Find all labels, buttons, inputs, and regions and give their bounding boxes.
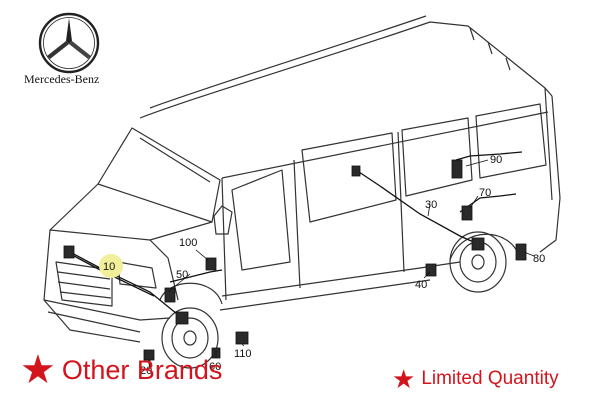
- clip-110: [235, 331, 249, 345]
- callout-20: 20: [140, 365, 152, 377]
- sensor-70: [461, 205, 473, 221]
- callout-80: 80: [533, 253, 545, 265]
- mercedes-star-icon: [38, 12, 100, 74]
- relay-100: [205, 257, 217, 271]
- star-icon: ★: [392, 364, 416, 394]
- star-icon: ★: [20, 348, 56, 392]
- sensor-90: [451, 159, 463, 179]
- callout-40: 40: [415, 279, 427, 291]
- brand-name: Mercedes-Benz: [24, 72, 100, 86]
- cable-end-30: [351, 165, 361, 177]
- callout-110: 110: [234, 348, 252, 360]
- callout-50: 50: [176, 269, 188, 281]
- bolt-80: [515, 243, 527, 261]
- callout-30: 30: [425, 199, 437, 211]
- callout-100: 100: [179, 237, 197, 249]
- leader-lines: [149, 159, 535, 364]
- callout-10: 10: [103, 261, 115, 273]
- sensor-cables: [69, 151, 523, 369]
- promo-limited-quantity-label: Limited Quantity: [421, 368, 559, 389]
- promo-other-brands-label: Other Brands: [61, 354, 223, 385]
- callout-60: 60: [209, 361, 221, 373]
- screw-20: [143, 349, 155, 361]
- callout-90: 90: [490, 154, 502, 166]
- promo-limited-quantity[interactable]: ★ Limited Quantity: [392, 366, 559, 392]
- rear-wheel-sensor: [471, 237, 485, 251]
- bolt-40: [425, 263, 437, 277]
- front-sensor-connector: [63, 245, 75, 259]
- callout-70: 70: [479, 187, 491, 199]
- callout-10-highlight: [99, 254, 123, 278]
- front-bracket: [164, 287, 176, 303]
- promo-other-brands[interactable]: ★ Other Brands: [20, 350, 222, 390]
- front-wheel-sensor: [175, 311, 189, 325]
